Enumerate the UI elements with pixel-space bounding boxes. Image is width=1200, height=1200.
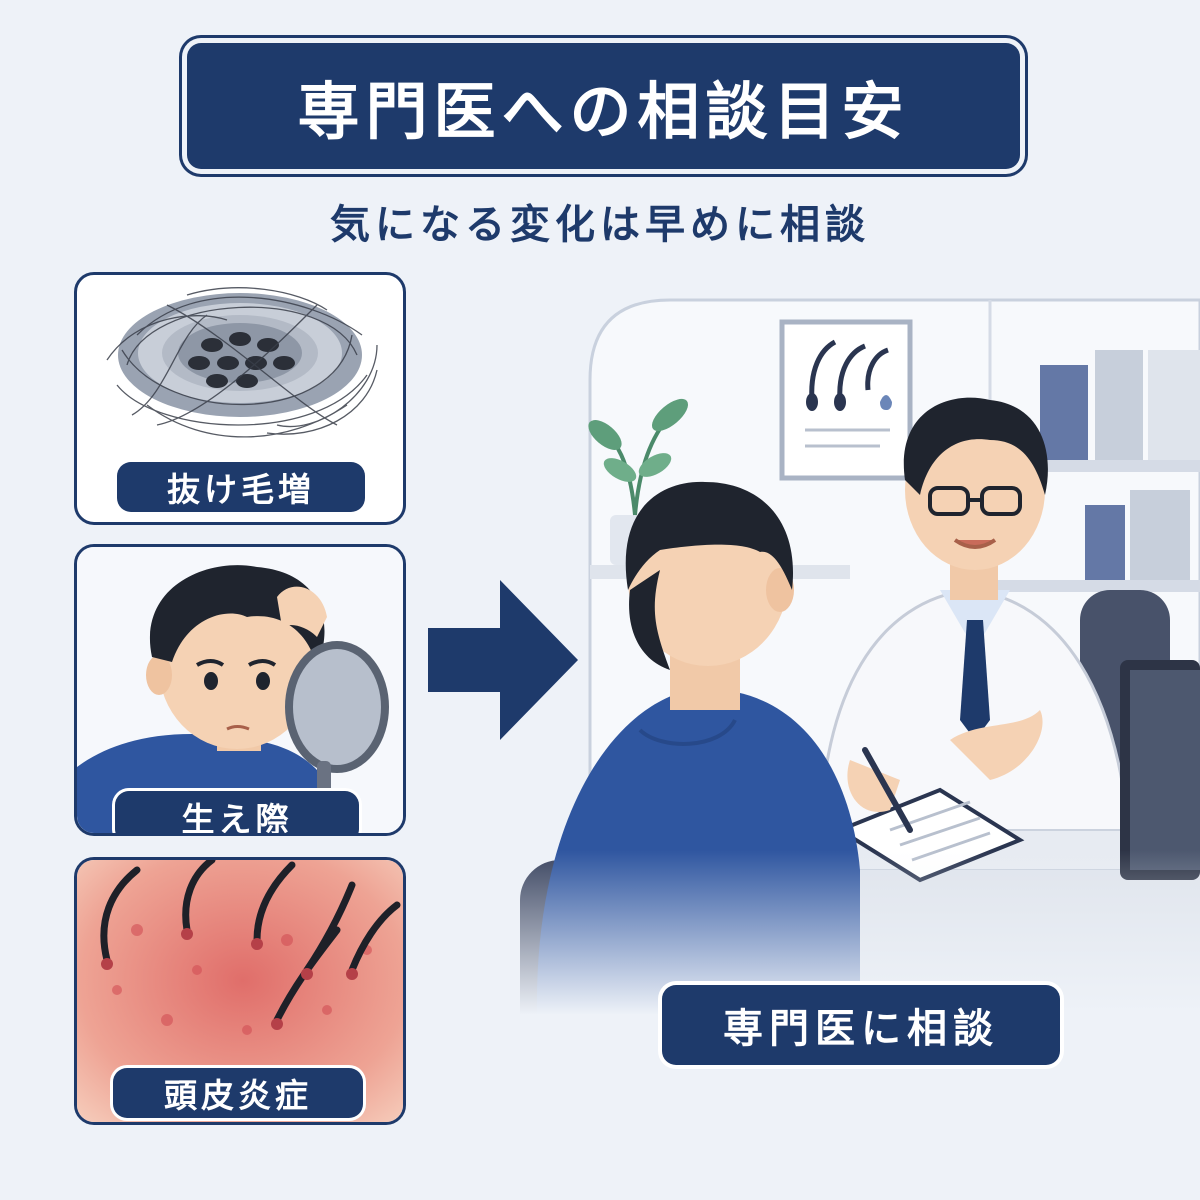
sign-card-hair-loss: 抜け毛増 <box>74 272 406 525</box>
consult-label: 専門医に相談 <box>662 985 1060 1065</box>
doctor-consultation-illustration <box>520 290 1200 1070</box>
sign-label-hair-loss: 抜け毛増 <box>117 462 365 512</box>
sign-label-scalp-inflammation: 頭皮炎症 <box>113 1068 363 1118</box>
sign-card-hairline: 生え際 <box>74 544 406 836</box>
page-subtitle: 気になる変化は早めに相談 <box>330 202 870 248</box>
arrow-right-icon <box>428 580 578 740</box>
page-title: 専門医への相談目安 <box>297 75 910 148</box>
sign-card-scalp-inflammation: 頭皮炎症 <box>74 857 406 1125</box>
sign-label-hairline: 生え際 <box>115 791 359 833</box>
title-banner: 専門医への相談目安 <box>187 43 1020 169</box>
drain-hair-icon <box>106 287 378 438</box>
